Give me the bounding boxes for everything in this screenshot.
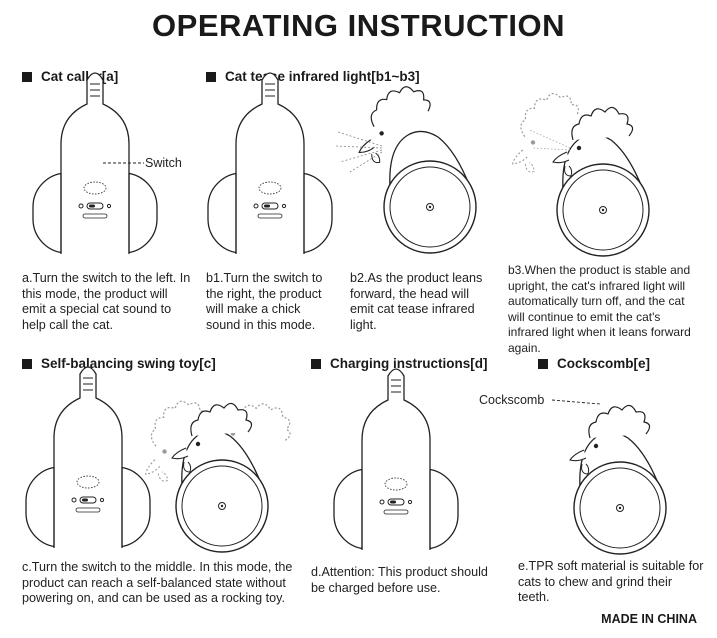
bullet-square-icon: [206, 72, 216, 82]
cat-caller-back-view: [32, 72, 158, 255]
instruction-b2: b2.As the product leans forward, the hea…: [350, 271, 483, 332]
instruction-e: e.TPR soft material is suitable for cats…: [518, 559, 704, 605]
bullet-square-icon: [22, 359, 32, 369]
page-title: OPERATING INSTRUCTION: [152, 8, 565, 43]
instruction-c: c.Turn the switch to the middle. In this…: [22, 560, 293, 606]
instruction-a: a.Turn the switch to the left. In this m…: [22, 271, 191, 332]
bullet-square-icon: [311, 359, 321, 369]
cockscomb-leader-line: [551, 399, 601, 405]
heading-charging: Charging instructions[d]: [311, 356, 488, 371]
instruction-b3: b3.When the product is stable and uprigh…: [508, 263, 691, 355]
swing-back-view: [25, 366, 151, 549]
heading-swing-toy: Self-balancing swing toy[c]: [22, 356, 216, 371]
tease-upright-view: [552, 106, 650, 257]
made-in-china: MADE IN CHINA: [601, 612, 697, 626]
switch-label: Switch: [145, 156, 182, 170]
bullet-square-icon: [538, 359, 548, 369]
infrared-rays: [335, 131, 383, 173]
instruction-b1: b1.Turn the switch to the right, the pro…: [206, 271, 323, 332]
heading-cockscomb: Cockscomb[e]: [538, 356, 650, 371]
cockscomb-label: Cockscomb: [479, 393, 545, 407]
cockscomb-side-view: [569, 404, 667, 555]
instruction-d: d.Attention: This product should be char…: [311, 565, 488, 595]
bullet-square-icon: [22, 72, 32, 82]
tease-lean-view: [347, 81, 477, 254]
tease-back-view: [207, 72, 333, 255]
charging-back-view: [333, 368, 459, 551]
